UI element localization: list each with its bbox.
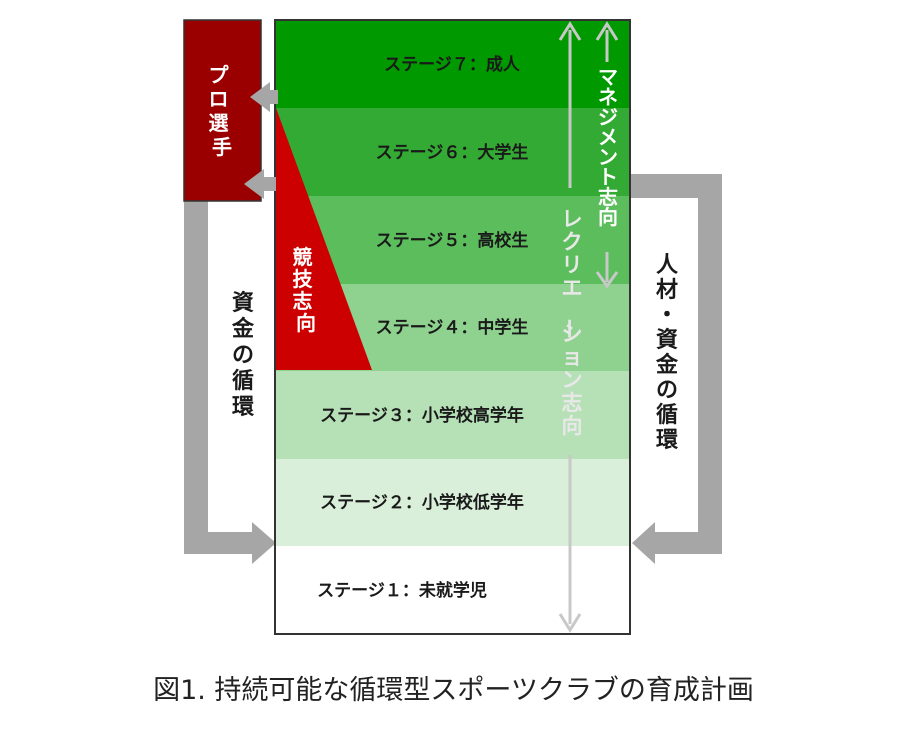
- stage-label-1: ステージ１：未就学児: [317, 580, 487, 601]
- stage-label-7: ステージ７：成人: [384, 54, 521, 75]
- left-loop-label: 資金の循環: [231, 290, 255, 420]
- pro-players-label: プ ロ 選 手: [209, 63, 236, 159]
- management-arrow: [595, 21, 619, 289]
- stage-label-2: ステージ２：小学校低学年: [320, 492, 524, 513]
- stage-label-5: ステージ５：高校生: [376, 230, 529, 251]
- competitive-triangle: [276, 108, 372, 370]
- figure-caption: 図1. 持続可能な循環型スポーツクラブの育成計画: [153, 675, 754, 706]
- pyramid-border: [274, 19, 631, 635]
- right-loop-arrow: [630, 174, 722, 564]
- arrow-stage7-to-pro: [250, 82, 278, 112]
- stage-label-3: ステージ３：小学校高学年: [320, 405, 524, 426]
- stage-label-4: ステージ４：中学生: [376, 317, 529, 338]
- stage-band-3: [275, 371, 630, 459]
- recreation-arrow: [558, 21, 582, 633]
- arrow-stage6-to-pro: [244, 169, 276, 199]
- management-label: マネジメント志向: [598, 65, 618, 229]
- competitive-label: 競 技 志 向: [293, 245, 320, 335]
- pro-players-box: [183, 19, 262, 202]
- left-loop-arrow: [184, 200, 276, 564]
- recreation-label: レクリエーション志向: [557, 207, 583, 438]
- stage-label-6: ステージ６：大学生: [376, 142, 529, 163]
- right-loop-label: 人材・資金の循環: [655, 253, 679, 453]
